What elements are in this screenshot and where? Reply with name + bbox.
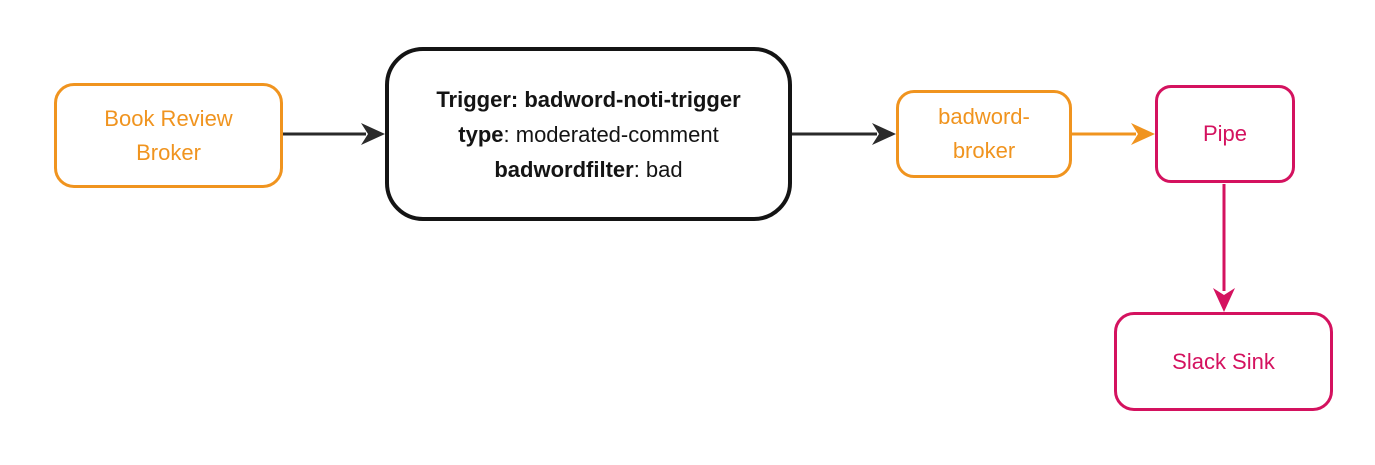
trigger-line-1: Trigger: badword-noti-trigger xyxy=(436,82,740,117)
node-slack-sink: Slack Sink xyxy=(1114,312,1333,411)
arrow-badword-broker-to-pipe xyxy=(1072,123,1155,145)
trigger-line-3: badwordfilter: bad xyxy=(494,152,682,187)
node-trigger: Trigger: badword-noti-trigger type: mode… xyxy=(385,47,792,221)
trigger-line-3-key: badwordfilter xyxy=(494,156,634,182)
arrow-trigger-to-badword-broker xyxy=(792,123,896,145)
node-pipe: Pipe xyxy=(1155,85,1295,183)
trigger-line-3-value: : bad xyxy=(633,156,683,182)
node-book-review-broker: Book Review Broker xyxy=(54,83,283,188)
trigger-line-2: type: moderated-comment xyxy=(458,117,718,152)
trigger-line-2-key: type xyxy=(458,121,504,147)
node-book-review-broker-label: Book Review Broker xyxy=(104,105,233,165)
arrow-book-review-broker-to-trigger xyxy=(283,123,385,145)
node-pipe-label: Pipe xyxy=(1202,121,1248,146)
trigger-line-1-text: Trigger: badword-noti-trigger xyxy=(436,86,741,112)
trigger-line-2-value: : moderated-comment xyxy=(503,121,719,147)
node-badword-broker: badword-broker xyxy=(896,90,1072,178)
arrow-pipe-to-slack-sink xyxy=(1213,184,1235,312)
node-badword-broker-label: badword-broker xyxy=(938,104,1030,163)
node-slack-sink-label: Slack Sink xyxy=(1172,348,1275,374)
